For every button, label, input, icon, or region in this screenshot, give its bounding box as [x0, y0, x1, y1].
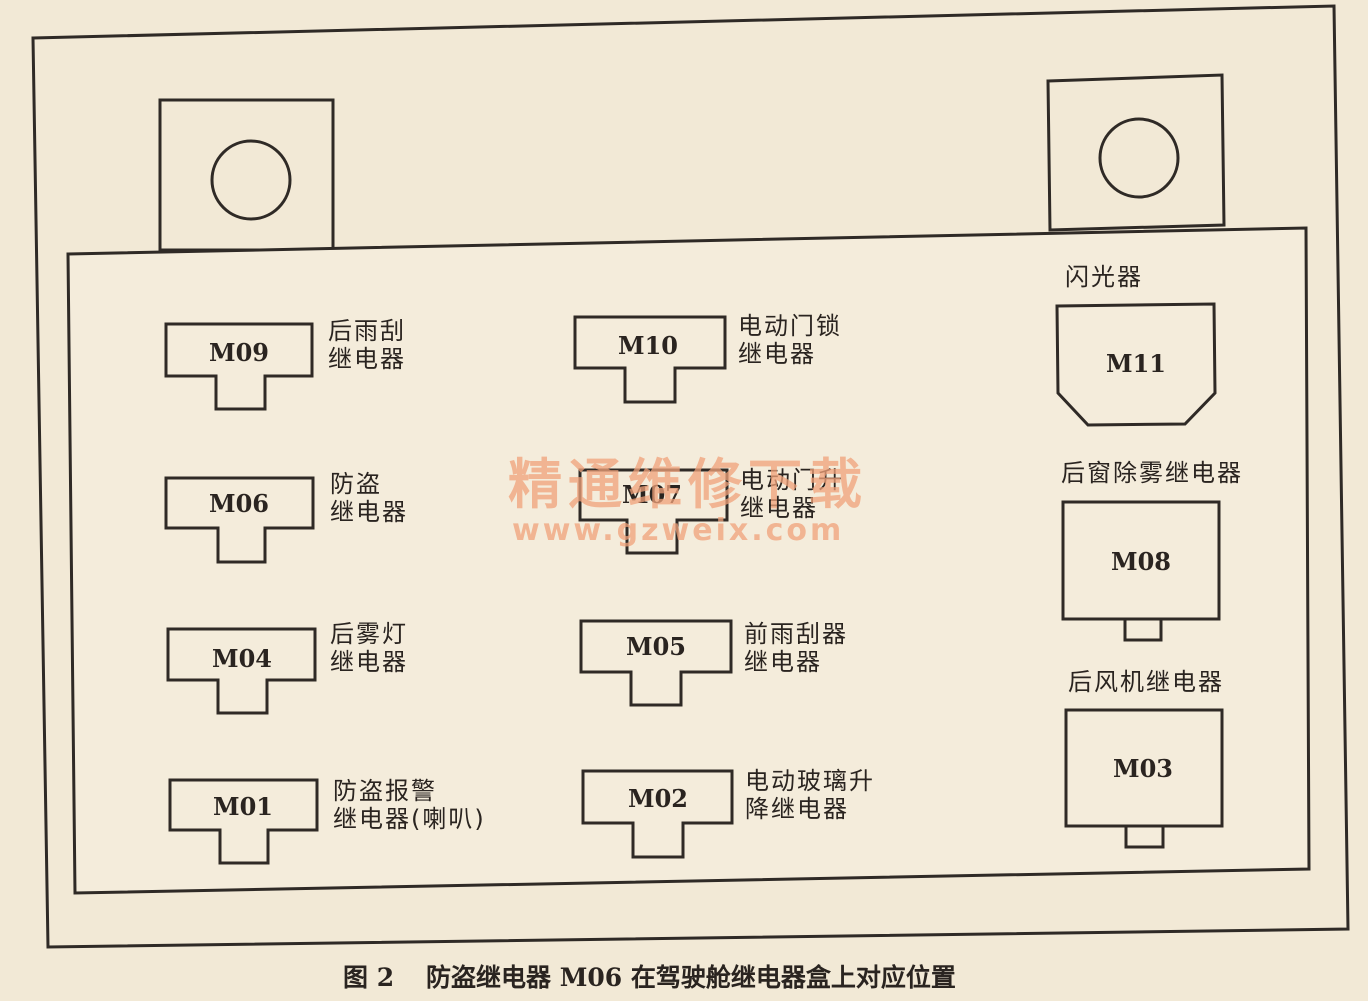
relay-label: 降继电器 — [745, 795, 849, 823]
relay-label: 电动门锁 — [738, 312, 842, 340]
relay-m08: 后窗除雾继电器 M08 — [1061, 459, 1243, 642]
relay-label: 继电器 — [330, 648, 408, 676]
inner-panel — [66, 226, 1311, 895]
relay-m09: M09 后雨刮 继电器 — [164, 317, 406, 411]
relay-label: 前雨刮器 — [744, 620, 848, 648]
relay-m03: 后风机继电器 M03 — [1064, 668, 1224, 849]
relay-label: 继电器 — [328, 345, 406, 373]
mount-bracket-right — [1046, 73, 1226, 232]
relay-m02: M02 电动玻璃升 降继电器 — [581, 767, 875, 859]
caption-text: 防盗继电器 M06 在驾驶舱继电器盒上对应位置 — [426, 963, 956, 992]
relay-label: 电动玻璃升 — [745, 767, 875, 795]
watermark: 精通维修下载 www.gzweix.com — [508, 453, 868, 548]
mount-bracket-left — [158, 98, 335, 252]
relay-m10: M10 电动门锁 继电器 — [573, 312, 842, 404]
watermark-text: 精通维修下载 — [508, 453, 868, 516]
figure-caption: 图 2 防盗继电器 M06 在驾驶舱继电器盒上对应位置 — [343, 963, 956, 992]
relay-label: 后雨刮 — [328, 317, 406, 345]
watermark-url: www.gzweix.com — [512, 513, 844, 548]
relay-code: M11 — [1106, 349, 1166, 378]
relay-code: M08 — [1111, 547, 1171, 576]
relay-code: M03 — [1113, 754, 1173, 783]
relay-label: 防盗报警 — [333, 777, 437, 805]
relay-label: 继电器 — [330, 498, 408, 526]
relay-m05: M05 前雨刮器 继电器 — [579, 619, 848, 707]
relay-label: 后风机继电器 — [1068, 668, 1224, 696]
relay-label: 继电器 — [740, 494, 818, 522]
relay-label: 闪光器 — [1065, 263, 1143, 291]
relay-code: M05 — [626, 632, 686, 661]
relay-code: M06 — [209, 489, 269, 518]
relay-code: M04 — [212, 644, 272, 673]
relay-label: 后窗除雾继电器 — [1061, 459, 1243, 487]
relay-label: 电动门升 — [740, 466, 844, 494]
relay-code: M07 — [622, 480, 682, 509]
relay-m04: M04 后雾灯 继电器 — [166, 620, 408, 715]
relay-label: 继电器 — [744, 648, 822, 676]
figure-number: 图 2 — [343, 963, 394, 992]
relay-m11: 闪光器 M11 — [1055, 263, 1217, 427]
relay-m07: M07 电动门升 继电器 — [578, 466, 844, 555]
relay-label: 继电器(喇叭) — [333, 805, 486, 833]
relay-label: 继电器 — [738, 340, 816, 368]
relay-code: M01 — [213, 792, 273, 821]
outer-frame — [31, 4, 1350, 949]
relay-m01: M01 防盗报警 继电器(喇叭) — [168, 777, 486, 865]
relay-label: 防盗 — [330, 470, 382, 498]
relay-label: 后雾灯 — [330, 620, 408, 648]
relay-code: M10 — [618, 331, 678, 360]
relay-m06: M06 防盗 继电器 — [164, 470, 408, 564]
relay-code: M09 — [209, 338, 269, 367]
relay-code: M02 — [628, 784, 688, 813]
